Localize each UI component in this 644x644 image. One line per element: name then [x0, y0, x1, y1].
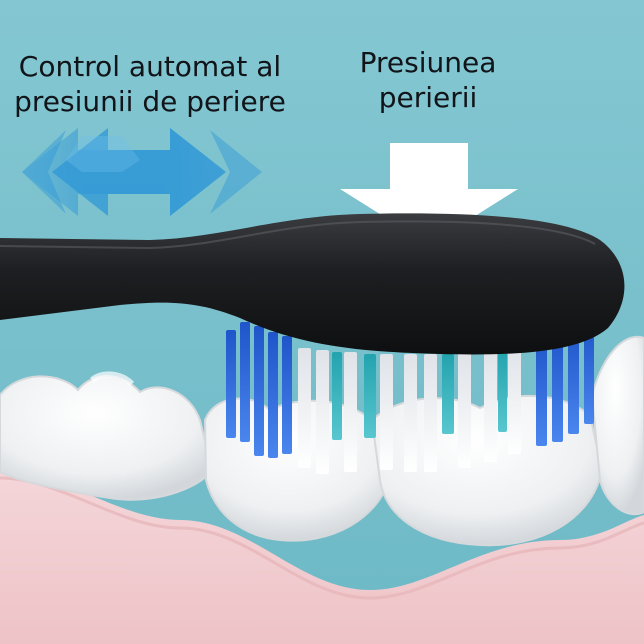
brushing-pressure-line-1: Presiunea	[359, 46, 497, 79]
bristles	[226, 322, 594, 474]
brushing-pressure-caption: Presiunea perierii	[328, 45, 528, 115]
auto-pressure-control-line-1: Control automat al	[18, 50, 282, 83]
down-arrow-icon	[340, 143, 518, 245]
double-headed-horizontal-arrow-icon	[22, 128, 262, 216]
gums	[0, 470, 644, 644]
toothbrush-head	[0, 213, 625, 355]
brushing-pressure-line-2: perierii	[378, 81, 478, 114]
auto-pressure-control-line-2: presiunii de periere	[14, 85, 286, 118]
auto-pressure-control-caption: Control automat al presiunii de periere	[10, 49, 290, 119]
